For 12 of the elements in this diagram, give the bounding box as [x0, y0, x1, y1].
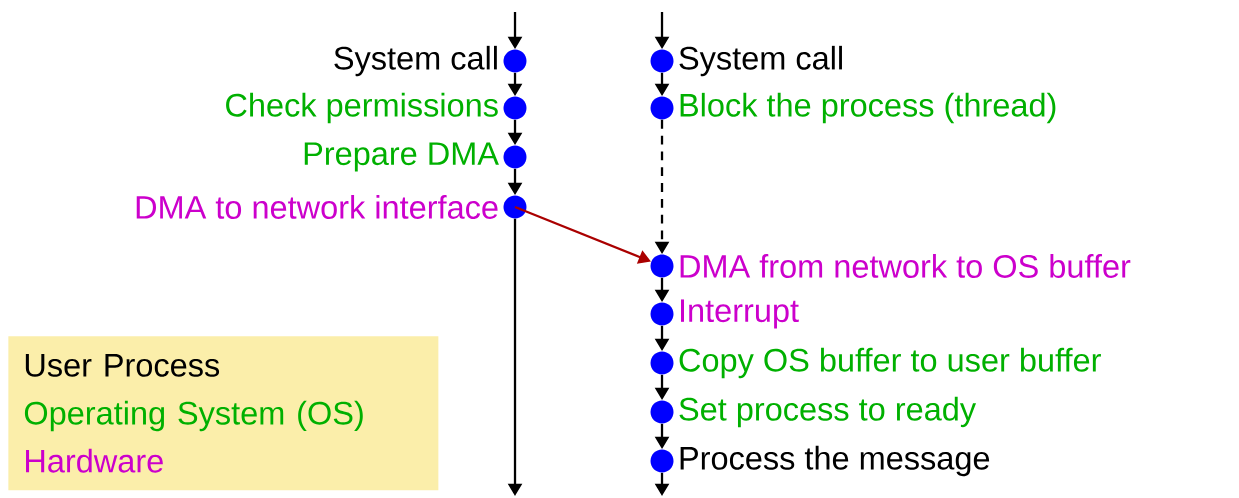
step-label: Prepare DMA	[304, 142, 499, 172]
legend-box: User Process Operating System (OS) Hardware	[8, 336, 439, 491]
step-label: System call	[334, 45, 497, 77]
step-label: Process the message	[680, 445, 990, 477]
step-label: Set process to ready	[679, 396, 977, 428]
step-label: Interrupt	[681, 299, 799, 329]
step-label: Check permissions	[226, 92, 498, 124]
step-label: Copy OS buffer to user buffer	[679, 347, 1101, 379]
step-label: System call	[679, 45, 842, 77]
step-label: DMA to network interface	[136, 195, 498, 219]
step-label: Block the process (thread)	[680, 92, 1056, 124]
step-label: DMA from network to OS buffer	[680, 254, 1131, 278]
